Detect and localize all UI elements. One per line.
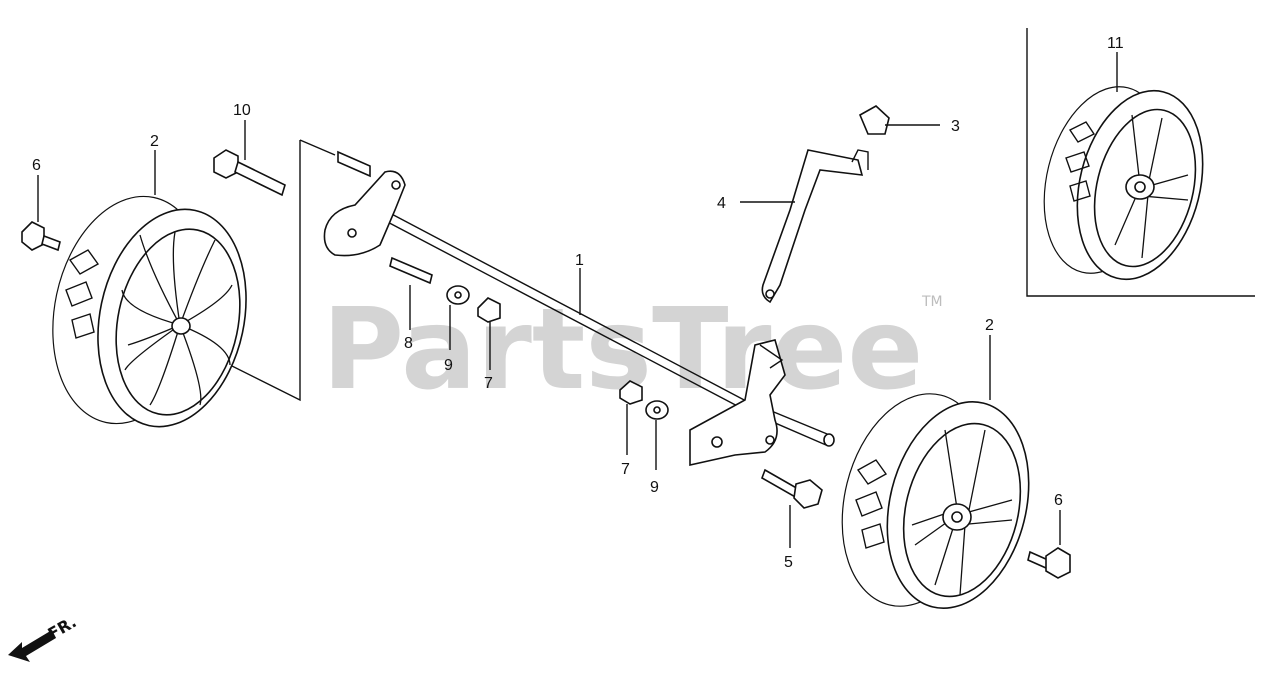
callout-6-left: 6	[32, 157, 41, 174]
assembly-bracket-line	[209, 140, 301, 402]
callout-9-lower: 9	[650, 479, 659, 496]
lever-knob[interactable]	[858, 105, 890, 135]
axle[interactable]	[337, 150, 835, 447]
callout-8: 8	[404, 335, 413, 352]
axle-leader	[299, 139, 336, 156]
nut-upper[interactable]	[477, 297, 501, 323]
callout-7-lower: 7	[621, 461, 630, 478]
inset-wheel[interactable]	[1026, 74, 1222, 293]
right-wheel[interactable]	[821, 378, 1049, 623]
height-lever[interactable]	[761, 149, 869, 304]
callout-2-left: 2	[150, 133, 159, 150]
callout-2-right: 2	[985, 317, 994, 334]
bolt-long[interactable]	[213, 149, 286, 197]
left-axle-bracket	[323, 170, 406, 257]
callout-10: 10	[233, 102, 251, 119]
front-direction-indicator: FR.	[8, 612, 80, 662]
front-arrow-icon	[8, 630, 56, 662]
callout-3: 3	[951, 118, 960, 135]
right-axle-bracket	[689, 339, 786, 466]
wheel-bolt-right[interactable]	[1027, 547, 1071, 579]
left-wheel[interactable]	[33, 182, 266, 441]
callout-1: 1	[575, 252, 584, 269]
watermark-trademark: TM	[921, 294, 943, 310]
callout-11: 11	[1107, 35, 1124, 52]
inset-frame	[1026, 28, 1255, 297]
nut-lower[interactable]	[619, 380, 643, 405]
bolt-short[interactable]	[761, 468, 823, 509]
callout-4: 4	[717, 195, 726, 212]
callout-9-upper: 9	[444, 357, 453, 374]
callout-7-upper: 7	[484, 375, 493, 392]
callout-6-right: 6	[1054, 492, 1063, 509]
pin[interactable]	[389, 256, 433, 285]
callout-5: 5	[784, 554, 793, 571]
wheel-bolt-left[interactable]	[21, 221, 61, 252]
leader-lines	[37, 52, 1118, 548]
